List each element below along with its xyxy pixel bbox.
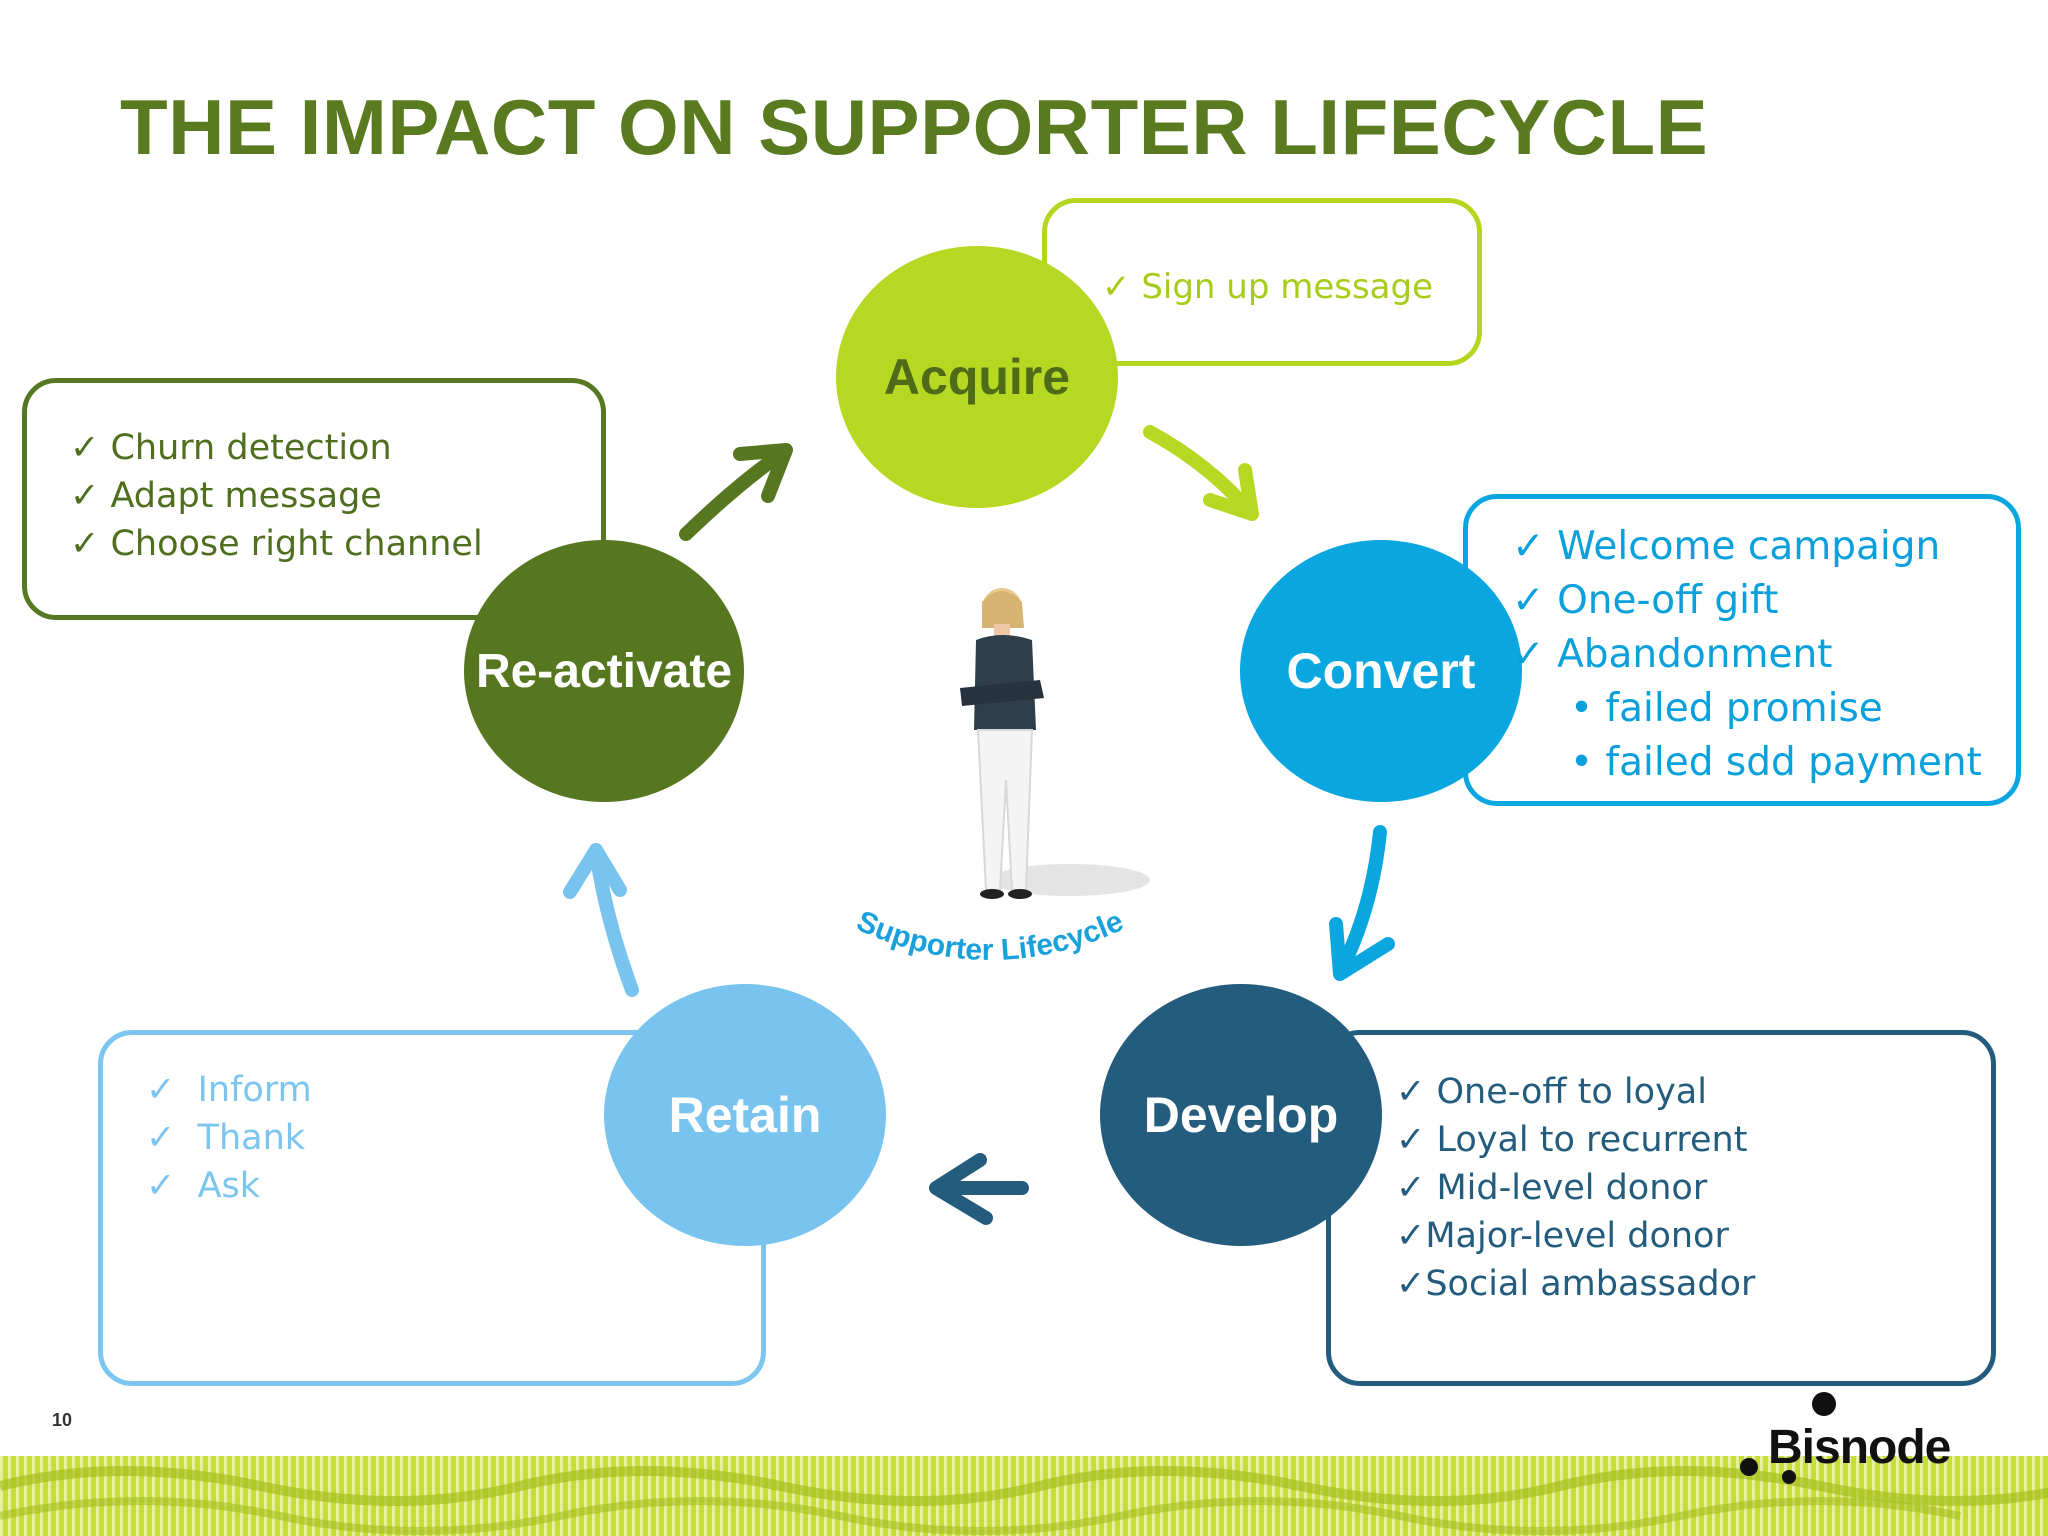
acquire-node: Acquire: [836, 246, 1118, 508]
logo-text: Bisnode: [1768, 1421, 1951, 1474]
check-icon: ✓: [146, 1166, 176, 1206]
convert-list: ✓ Welcome campaign ✓ One-off gift ✓ Aban…: [1512, 520, 1982, 790]
reactivate-node: Re-activate: [464, 540, 744, 802]
check-icon: ✓: [1396, 1168, 1426, 1208]
check-icon: ✓: [1512, 632, 1545, 677]
check-icon: ✓: [146, 1070, 176, 1110]
list-item: ✓ Adapt message: [70, 472, 483, 520]
svg-text:Supporter Lifecycle: Supporter Lifecycle: [852, 905, 1128, 967]
arrow-convert-to-develop: [1329, 825, 1395, 981]
footer-pattern: [0, 1456, 2048, 1536]
supporter-figure: [960, 588, 1150, 899]
logo-dot: [1812, 1392, 1836, 1416]
logo-dot: [1782, 1470, 1796, 1484]
check-icon: ✓: [146, 1118, 176, 1158]
list-item: ✓ Sign up message: [1102, 262, 1433, 312]
list-item: ✓ Inform: [146, 1066, 312, 1114]
list-item: ✓ Welcome campaign: [1512, 520, 1982, 574]
list-item: ✓ Loyal to recurrent: [1396, 1116, 1755, 1164]
retain-list: ✓ Inform ✓ Thank ✓ Ask: [146, 1066, 312, 1210]
arrow-reactivate-to-acquire: [679, 443, 793, 541]
bisnode-logo: Bisnode: [1740, 1390, 1980, 1490]
reactivate-list: ✓ Churn detection ✓ Adapt message ✓ Choo…: [70, 424, 483, 568]
check-icon: ✓: [1102, 267, 1131, 307]
arrow-retain-to-reactivate: [563, 843, 639, 997]
list-item: ✓ One-off to loyal: [1396, 1068, 1755, 1116]
check-icon: ✓: [1396, 1216, 1426, 1256]
develop-node: Develop: [1100, 984, 1382, 1246]
arrow-develop-to-retain: [929, 1153, 1029, 1225]
page-title: THE IMPACT ON SUPPORTER LIFECYCLE: [120, 83, 1709, 171]
convert-box: [1463, 494, 2021, 806]
check-icon: ✓: [1396, 1120, 1426, 1160]
supporter-lifecycle-label: Supporter Lifecycle: [852, 905, 1128, 967]
list-item: ✓Social ambassador: [1396, 1260, 1755, 1308]
list-item: ✓ Mid-level donor: [1396, 1164, 1755, 1212]
sub-list-item: • failed promise: [1570, 686, 1883, 731]
check-icon: ✓: [1396, 1072, 1426, 1112]
check-icon: ✓: [70, 524, 100, 564]
check-icon: ✓: [1512, 578, 1545, 623]
list-item: ✓ Churn detection: [70, 424, 483, 472]
develop-list: ✓ One-off to loyal ✓ Loyal to recurrent …: [1396, 1068, 1755, 1308]
page-number: 10: [52, 1410, 73, 1430]
sub-list-item: • failed sdd payment: [1570, 740, 1982, 785]
logo-dot: [1740, 1458, 1758, 1476]
bullet-icon: •: [1570, 686, 1594, 731]
list-item: ✓Major-level donor: [1396, 1212, 1755, 1260]
lifecycle-text: Supporter Lifecycle: [852, 905, 1128, 967]
list-item: ✓ Choose right channel: [70, 520, 483, 568]
arrow-acquire-to-convert: [1143, 425, 1259, 521]
list-item: ✓ One-off gift: [1512, 574, 1982, 628]
check-icon: ✓: [70, 428, 100, 468]
list-item: ✓ Thank: [146, 1114, 312, 1162]
check-icon: ✓: [1512, 524, 1545, 569]
acquire-box: [1042, 198, 1482, 366]
convert-node: Convert: [1240, 540, 1522, 802]
list-item: ✓ Ask: [146, 1162, 312, 1210]
acquire-list: ✓ Sign up message: [1102, 262, 1433, 312]
bullet-icon: •: [1570, 740, 1594, 785]
check-icon: ✓: [70, 476, 100, 516]
check-icon: ✓: [1396, 1264, 1426, 1304]
list-item: ✓ Abandonment: [1512, 628, 1982, 682]
retain-node: Retain: [604, 984, 886, 1246]
